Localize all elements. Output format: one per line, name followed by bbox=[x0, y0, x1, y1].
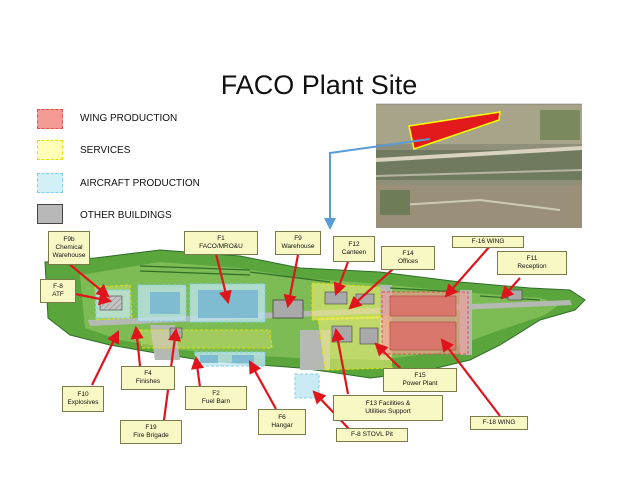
legend-swatch-services bbox=[37, 140, 63, 160]
callout-f16-wing: F-16 WING bbox=[452, 236, 524, 248]
callout-f8-stovl-pit: F-8 STOVL Pit bbox=[336, 428, 408, 442]
callout-arrows bbox=[67, 245, 521, 431]
legend-label-services: SERVICES bbox=[80, 145, 131, 156]
legend-label-aircraft-production: AIRCRAFT PRODUCTION bbox=[80, 178, 200, 189]
inset-connector-arrow bbox=[324, 138, 431, 230]
callout-f18-wing: F-18 WING bbox=[470, 416, 528, 430]
inset-aerial-photo bbox=[375, 103, 583, 228]
legend-label-other-buildings: OTHER BUILDINGS bbox=[80, 210, 172, 221]
callout-f13-facilities-utilities: F13 Facilities &Utilities Support bbox=[333, 395, 443, 421]
legend-swatch-wing-production bbox=[37, 109, 63, 129]
legend-swatch-aircraft-production bbox=[37, 173, 63, 193]
legend-swatch-other-buildings bbox=[37, 204, 63, 224]
legend-label-wing-production: WING PRODUCTION bbox=[80, 113, 178, 124]
page-title: FACO Plant Site bbox=[220, 70, 418, 100]
